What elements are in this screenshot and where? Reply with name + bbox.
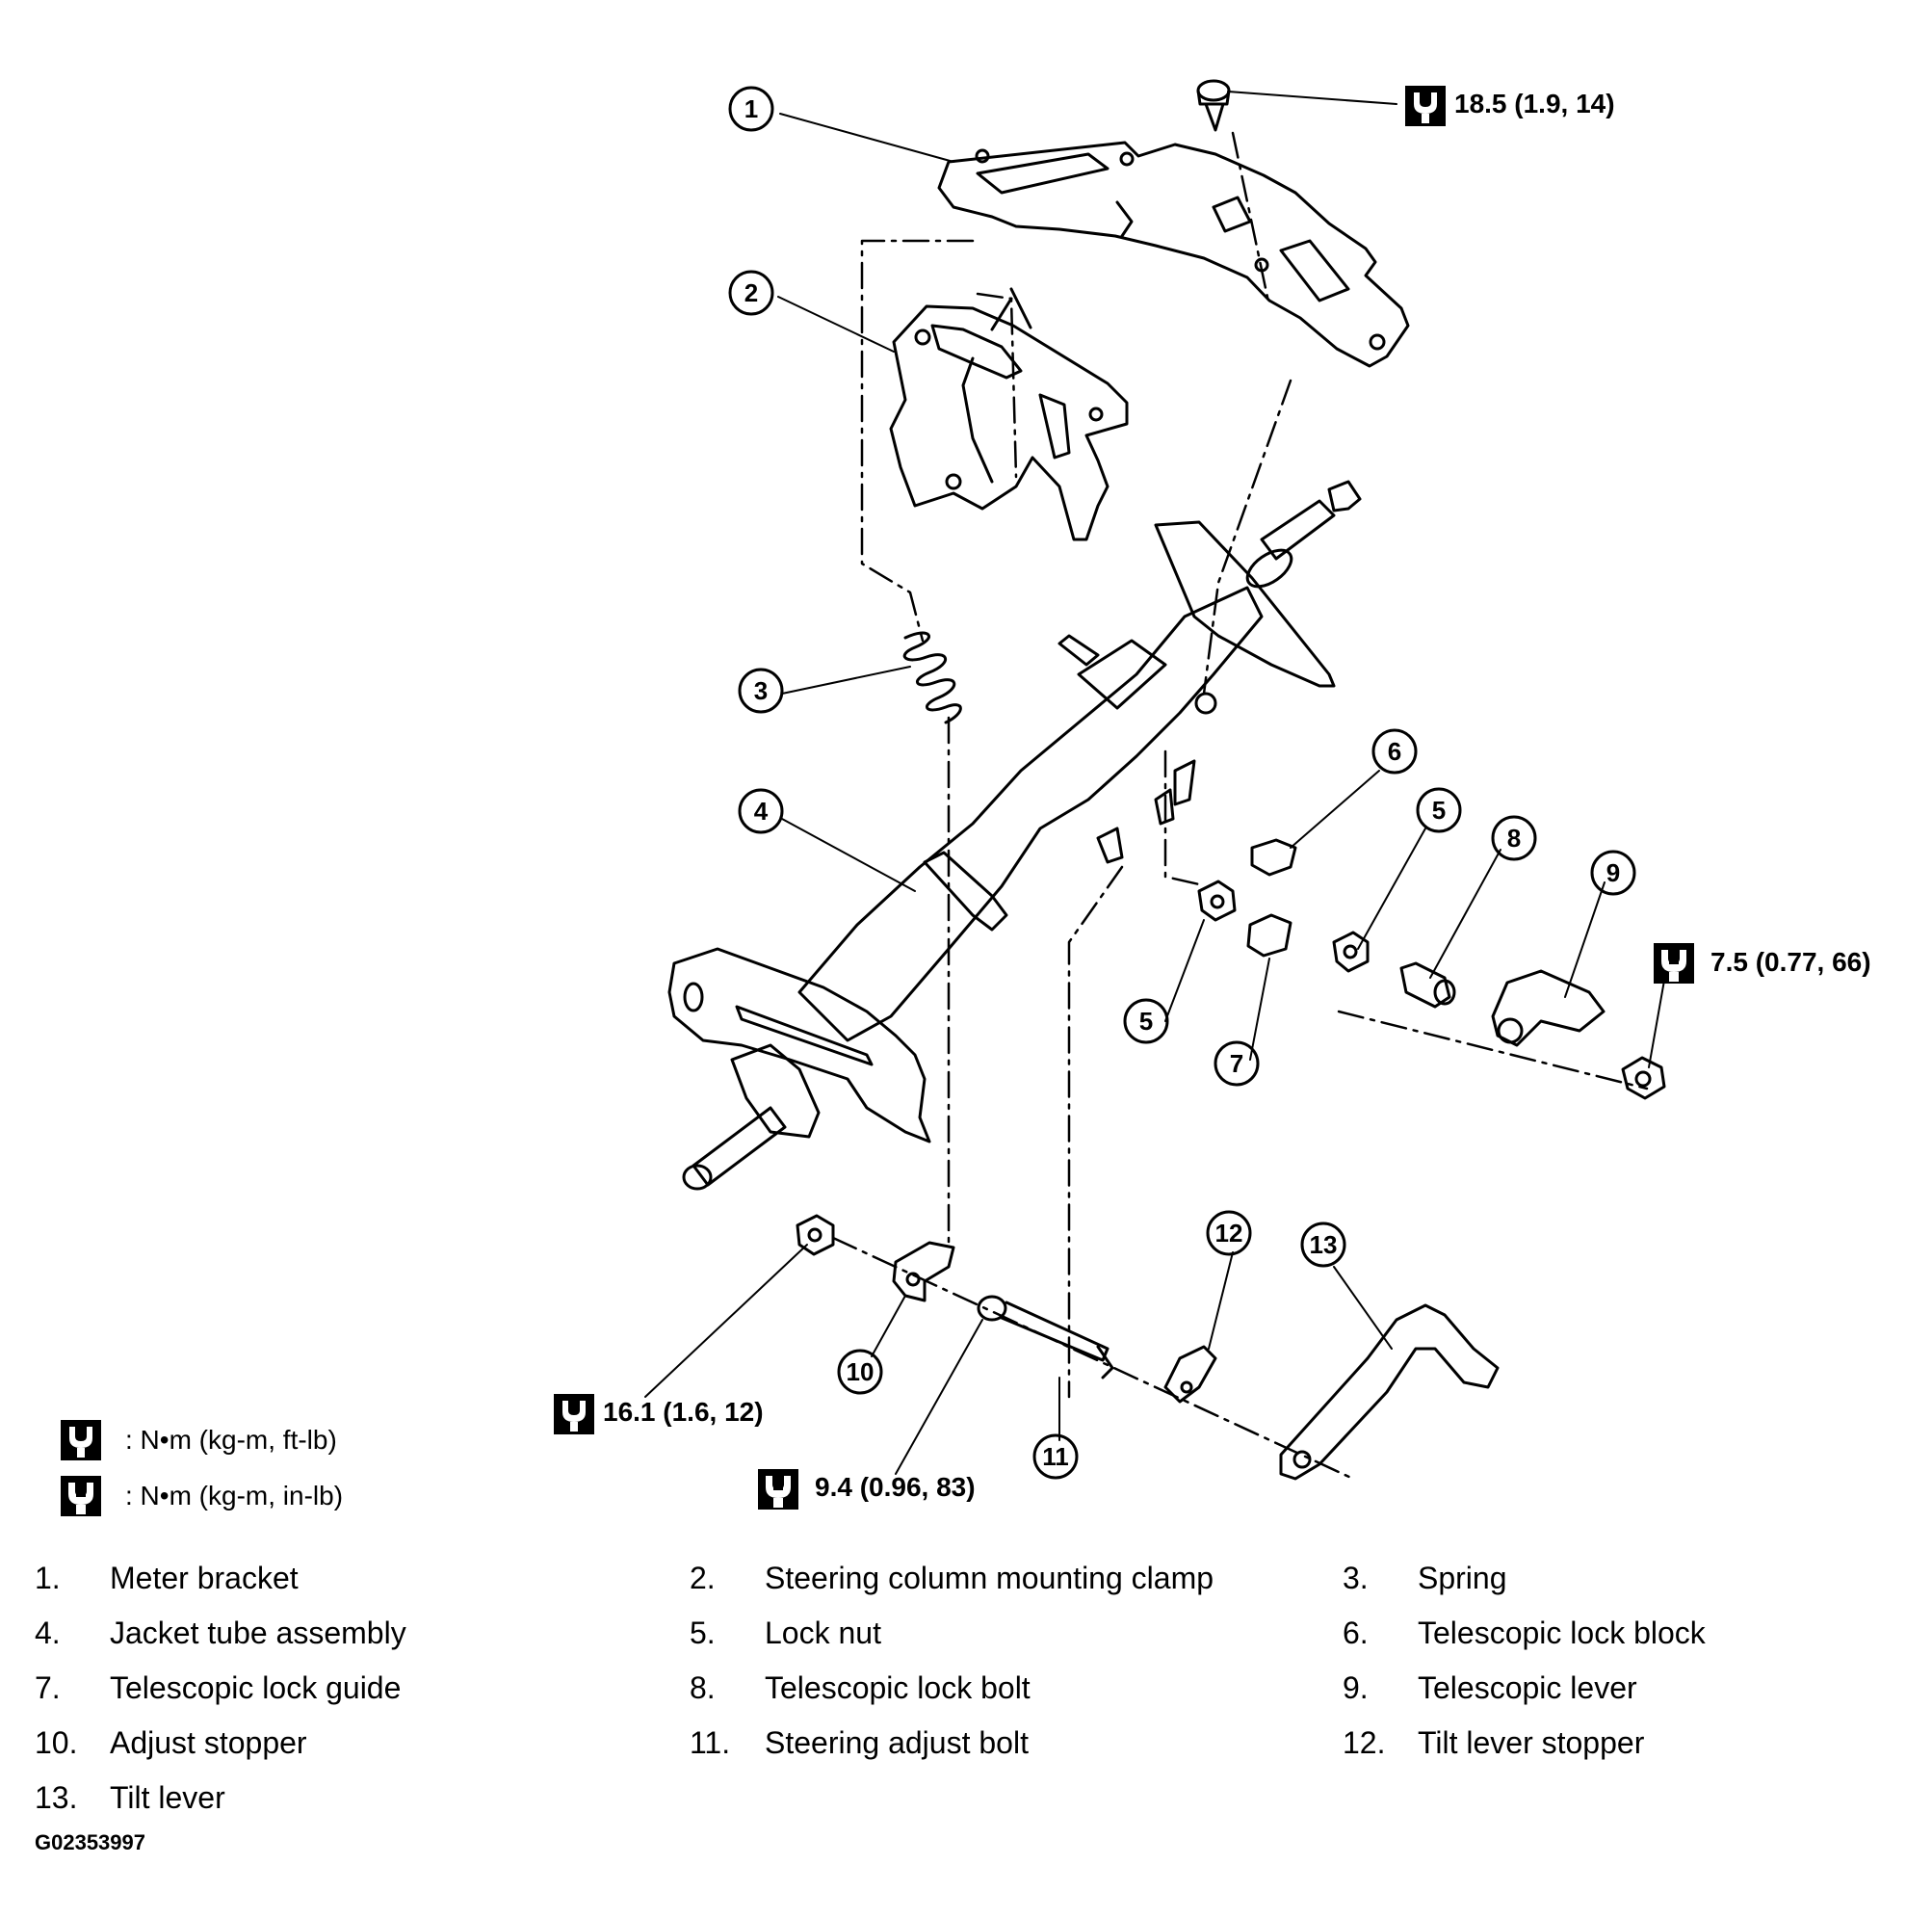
tilt-lever-part	[1279, 1303, 1500, 1481]
solid-wrench-icon	[61, 1476, 101, 1516]
part-item-1: 1.Meter bracket	[35, 1561, 299, 1595]
callout-4: 4	[738, 788, 784, 834]
torque-label-9-4: 9.4 (0.96, 83)	[815, 1472, 976, 1502]
callout-1: 1	[728, 86, 774, 132]
mounting-clamp-part	[889, 287, 1129, 541]
part-item-12: 12.Tilt lever stopper	[1343, 1725, 1645, 1760]
part-item-8: 8.Telescopic lock bolt	[690, 1670, 1031, 1705]
callout-6: 6	[1371, 728, 1418, 775]
svg-text:5: 5	[1139, 1007, 1153, 1036]
adjust-bolt-part	[977, 1295, 1114, 1379]
svg-text:12: 12	[1215, 1219, 1243, 1248]
callout-12: 12	[1206, 1210, 1252, 1256]
bracket-bolt	[1196, 79, 1231, 132]
svg-text:7: 7	[1230, 1049, 1243, 1078]
solid-wrench-icon	[1654, 943, 1694, 984]
callout-13: 13	[1300, 1222, 1346, 1268]
lock-guide-part	[1246, 913, 1292, 958]
svg-text:2: 2	[744, 278, 758, 307]
part-item-13: 13.Tilt lever	[35, 1780, 225, 1815]
part-item-6: 6.Telescopic lock block	[1343, 1616, 1706, 1650]
figure-code: G02353997	[35, 1830, 145, 1854]
svg-text:8: 8	[1507, 824, 1521, 853]
part-item-7: 7.Telescopic lock guide	[35, 1670, 402, 1705]
legend-ft-lb: : N•m (kg-m, ft-lb)	[60, 1418, 337, 1462]
tilt-lever-stopper-part	[1163, 1345, 1217, 1404]
callout-10: 10	[837, 1349, 883, 1395]
lock-nut-left	[1197, 880, 1237, 922]
svg-text:3: 3	[754, 676, 768, 705]
callout-8: 8	[1491, 815, 1537, 861]
callout-5-upper: 5	[1416, 787, 1462, 833]
jacket-tube-part	[667, 480, 1362, 1191]
lower-left-nut	[796, 1214, 835, 1256]
exploded-view-diagram: 1 2 3 4 5 6 5 7 8 9 10 11 12 13	[644, 79, 1666, 1481]
part-item-5: 5.Lock nut	[690, 1616, 881, 1650]
callout-marks: 1 2 3 4 5 6 5 7 8 9 10 11 12 13	[728, 86, 1636, 1480]
right-nut	[1621, 1056, 1666, 1100]
callout-2: 2	[728, 270, 774, 316]
lock-block-part	[1250, 838, 1297, 877]
callout-5-lower: 5	[1123, 998, 1169, 1044]
lock-bolt-part	[1399, 961, 1456, 1009]
svg-text:13: 13	[1310, 1230, 1338, 1259]
legend-ft-lb-text: : N•m (kg-m, ft-lb)	[125, 1425, 337, 1455]
callout-7: 7	[1214, 1040, 1260, 1087]
part-item-10: 10.Adjust stopper	[35, 1725, 307, 1760]
adjust-stopper-part	[892, 1241, 955, 1302]
torque-label-16-1: 16.1 (1.6, 12)	[603, 1397, 764, 1427]
solid-wrench-icon	[758, 1469, 798, 1510]
svg-text:5: 5	[1432, 796, 1446, 825]
part-item-3: 3.Spring	[1343, 1561, 1507, 1595]
outline-wrench-icon	[1405, 86, 1446, 126]
part-item-11: 11.Steering adjust bolt	[690, 1725, 1029, 1760]
torque-label-7-5: 7.5 (0.77, 66)	[1710, 947, 1871, 977]
leader-lines	[644, 91, 1666, 1475]
svg-text:9: 9	[1606, 858, 1620, 887]
outline-wrench-icon	[554, 1394, 594, 1434]
part-item-2: 2.Steering column mounting clamp	[690, 1561, 1214, 1595]
alignment-lines	[831, 131, 1649, 1481]
part-item-4: 4.Jacket tube assembly	[35, 1616, 406, 1650]
lock-nut-right	[1332, 931, 1370, 973]
svg-text:6: 6	[1388, 737, 1401, 766]
svg-text:11: 11	[1042, 1442, 1069, 1471]
outline-wrench-icon	[61, 1420, 101, 1460]
callout-9: 9	[1590, 850, 1636, 896]
callout-11: 11	[1032, 1433, 1079, 1480]
spring-part	[902, 631, 962, 724]
svg-text:10: 10	[847, 1357, 875, 1386]
legend-in-lb-text: : N•m (kg-m, in-lb)	[125, 1481, 344, 1511]
meter-bracket-part	[937, 141, 1410, 368]
part-item-9: 9.Telescopic lever	[1343, 1670, 1637, 1705]
telescopic-lever-part	[1491, 969, 1606, 1047]
callout-3: 3	[738, 668, 784, 714]
torque-label-18-5: 18.5 (1.9, 14)	[1454, 89, 1615, 118]
svg-text:4: 4	[754, 797, 769, 826]
legend-in-lb: : N•m (kg-m, in-lb)	[60, 1474, 343, 1518]
svg-text:1: 1	[744, 94, 758, 123]
